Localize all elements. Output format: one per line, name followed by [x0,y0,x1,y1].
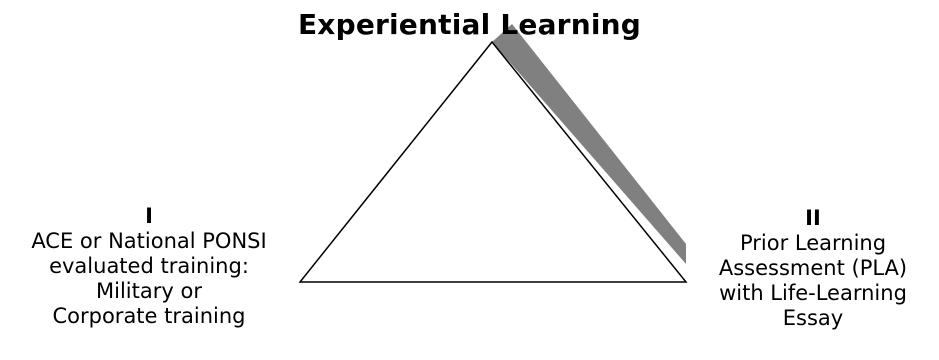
right-label-line: Prior Learning [739,231,887,255]
left-label-line: evaluated training: [49,254,249,278]
right-label-line: Assessment (PLA) [718,256,908,280]
triangle-shadow-band [492,24,686,264]
right-label-line: with Life-Learning [719,281,907,305]
left-vertex-label: I ACE or National PONSI evaluated traini… [8,204,290,329]
left-label-line: Corporate training [52,304,246,328]
left-label-line: ACE or National PONSI [31,229,267,253]
right-vertex-numeral: II [805,206,821,230]
right-vertex-label: II Prior Learning Assessment (PLA) with … [688,206,938,331]
left-vertex-numeral: I [145,204,153,228]
experiential-learning-triangle [298,40,688,283]
right-label-line: Essay [782,306,844,330]
left-label-line: Military or [96,279,202,303]
diagram-title: Experiential Learning [297,8,642,41]
